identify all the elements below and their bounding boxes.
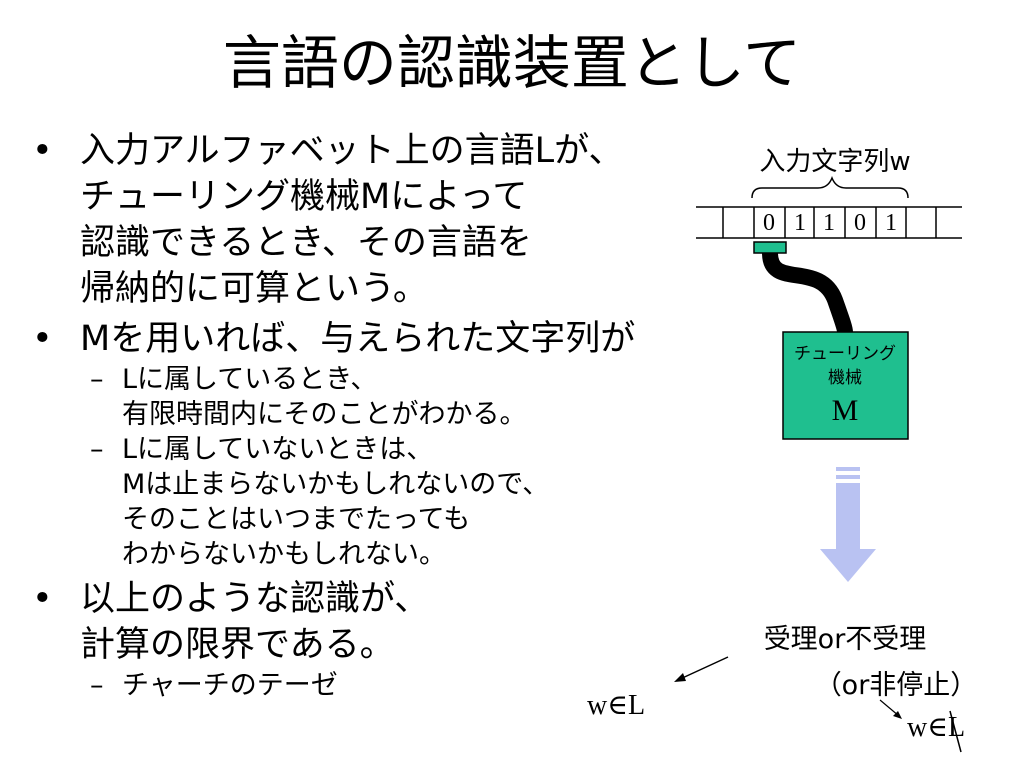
accept-arrow <box>677 656 729 681</box>
machine-label-line-2: 機械 <box>828 368 862 388</box>
machine-label-line-1: チューリング <box>794 344 896 364</box>
sub-bullet-2-1-line-1: Lに属しているとき、 <box>122 364 378 395</box>
sub-bullet-2-2: – Lに属していないときは、 Mは止まらないかもしれないので、 そのことはいつま… <box>32 432 682 572</box>
bullet-1: • 入力アルファベット上の言語Lが、 チューリング機械Mによって 認識できるとき… <box>32 128 682 312</box>
bullet-3: • 以上のような認識が、 計算の限界である。 <box>32 576 682 668</box>
not-member-slash <box>949 710 962 753</box>
tape-head <box>753 241 787 254</box>
accept-label: w∈L <box>587 690 645 721</box>
tape-symbol: 1 <box>823 210 835 236</box>
result-label-line-2: （or非停止） <box>815 670 978 701</box>
sub-bullet-marker: – <box>90 670 104 701</box>
bullet-marker: • <box>32 131 53 171</box>
reject-label: w∈L <box>907 712 965 743</box>
result-label-line-1: 受理or不受理 <box>764 624 927 655</box>
sub-bullet-3-1: – チャーチのテーゼ <box>32 668 682 703</box>
tape-symbol: 1 <box>885 210 897 236</box>
down-arrow-icon <box>820 467 876 582</box>
bullet-2-line-1: Mを用いれば、与えられた文字列が <box>80 319 636 359</box>
sub-bullet-2-1: – Lに属しているとき、 有限時間内にそのことがわかる。 <box>32 362 682 432</box>
reject-arrow-head <box>893 711 902 719</box>
bullet-1-line-3: 認識できるとき、その言語を <box>80 223 532 263</box>
tape-symbol: 0 <box>854 210 866 236</box>
bullet-1-line-2: チューリング機械Mによって <box>80 177 528 217</box>
bullet-1-line-4: 帰納的に可算という。 <box>80 269 428 309</box>
sub-bullet-2-2-line-3: そのことはいつまでたっても <box>122 504 471 535</box>
sub-bullet-marker: – <box>90 364 104 395</box>
sub-bullet-2-2-line-1: Lに属していないときは、 <box>122 434 434 465</box>
slide-title: 言語の認識装置として <box>222 29 802 97</box>
bullet-1-line-1: 入力アルファベット上の言語Lが、 <box>80 131 624 171</box>
bullet-3-line-2: 計算の限界である。 <box>80 625 395 665</box>
machine-label-line-3: M <box>832 394 859 427</box>
tape-cell-dividers <box>722 207 937 238</box>
tape-symbol: 1 <box>794 210 806 236</box>
accept-arrow-head <box>674 673 686 682</box>
sub-bullet-2-2-line-2: Mは止まらないかもしれないので、 <box>122 469 550 500</box>
sub-bullet-2-2-line-4: わからないかもしれない。 <box>122 539 446 570</box>
input-string-label: 入力文字列w <box>759 147 910 177</box>
bullet-list: • 入力アルファベット上の言語Lが、 チューリング機械Mによって 認識できるとき… <box>32 128 682 703</box>
turing-machine-box <box>782 331 909 440</box>
bullet-marker: • <box>32 319 53 359</box>
input-brace <box>751 175 909 199</box>
bullet-marker: • <box>32 579 53 619</box>
sub-bullet-3-1-line-1: チャーチのテーゼ <box>122 670 338 701</box>
bullet-3-line-1: 以上のような認識が、 <box>80 579 430 619</box>
bullet-2: • Mを用いれば、与えられた文字列が <box>32 316 682 362</box>
sub-bullet-marker: – <box>90 434 104 465</box>
sub-bullet-2-1-line-2: 有限時間内にそのことがわかる。 <box>122 399 527 430</box>
head-connector-cable <box>762 252 853 333</box>
tape-symbol: 0 <box>763 210 775 236</box>
